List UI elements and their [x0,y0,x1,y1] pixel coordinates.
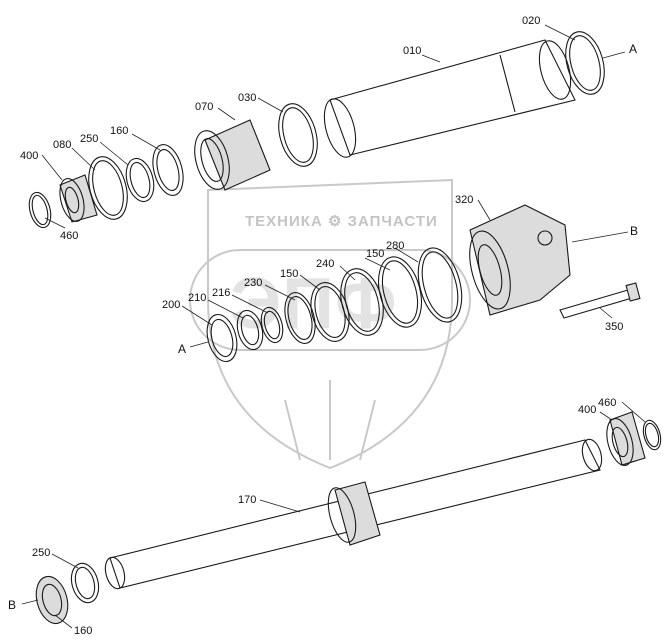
label-280: 280 [386,240,404,252]
piston-rod-170 [104,438,603,590]
label-216: 216 [212,287,230,299]
label-400-top: 400 [20,150,38,162]
ring-250-top [125,157,155,203]
bushing-400-bottom [606,411,646,466]
label-240: 240 [316,258,334,270]
bolt-350 [559,282,641,319]
label-250-top: 250 [80,133,98,145]
label-080: 080 [53,139,71,151]
label-350: 350 [605,321,623,333]
ref-b-right: B [630,224,638,238]
ring-210 [236,309,264,351]
ring-150-upper [378,256,422,328]
ref-b-bottom: B [8,598,16,612]
bushing-400-top [59,174,98,223]
label-460-bottom: 460 [598,397,616,409]
label-400-bottom: 400 [578,404,596,416]
watermark: ТЕХНИКА ⚙ ЗАПЧАСТИ ЭПФ [189,178,471,470]
ring-216 [260,306,284,344]
label-230: 230 [244,277,262,289]
ring-150-lower [310,282,350,342]
watermark-brand: ТЕХНИКА ⚙ ЗАПЧАСТИ [245,213,438,230]
ring-200 [206,313,238,363]
ring-460-bottom [642,419,662,451]
label-020: 020 [522,15,540,27]
label-460-top: 460 [60,230,78,242]
label-160-bottom: 160 [74,625,92,637]
ref-a-left: A [178,342,186,356]
leader-lines [21,24,646,629]
cylinder-tube-010 [323,39,576,158]
label-030: 030 [238,92,256,104]
ring-160-top [152,144,184,196]
ring-030 [278,103,318,167]
callout-labels: 010 020 030 070 080 150 150 160 160 170 … [8,15,638,637]
label-210: 210 [188,292,206,304]
label-160-top: 160 [110,125,128,137]
label-200: 200 [162,299,180,311]
watermark-logo: ЭПФ [230,264,397,344]
label-150-lower: 150 [280,268,298,280]
gland-070 [194,119,271,191]
ring-020 [565,31,605,95]
label-070: 070 [195,101,213,113]
label-250-bottom: 250 [32,547,50,559]
ring-250-bottom [70,562,100,604]
label-010: 010 [403,45,421,57]
label-150-upper: 150 [366,248,384,260]
label-320: 320 [455,194,473,206]
label-170: 170 [238,494,256,506]
ref-a-top: A [629,42,637,56]
ring-460-top [28,191,52,229]
ring-160-bottom [35,575,69,625]
head-block-320 [469,204,571,316]
ring-230 [284,292,316,344]
